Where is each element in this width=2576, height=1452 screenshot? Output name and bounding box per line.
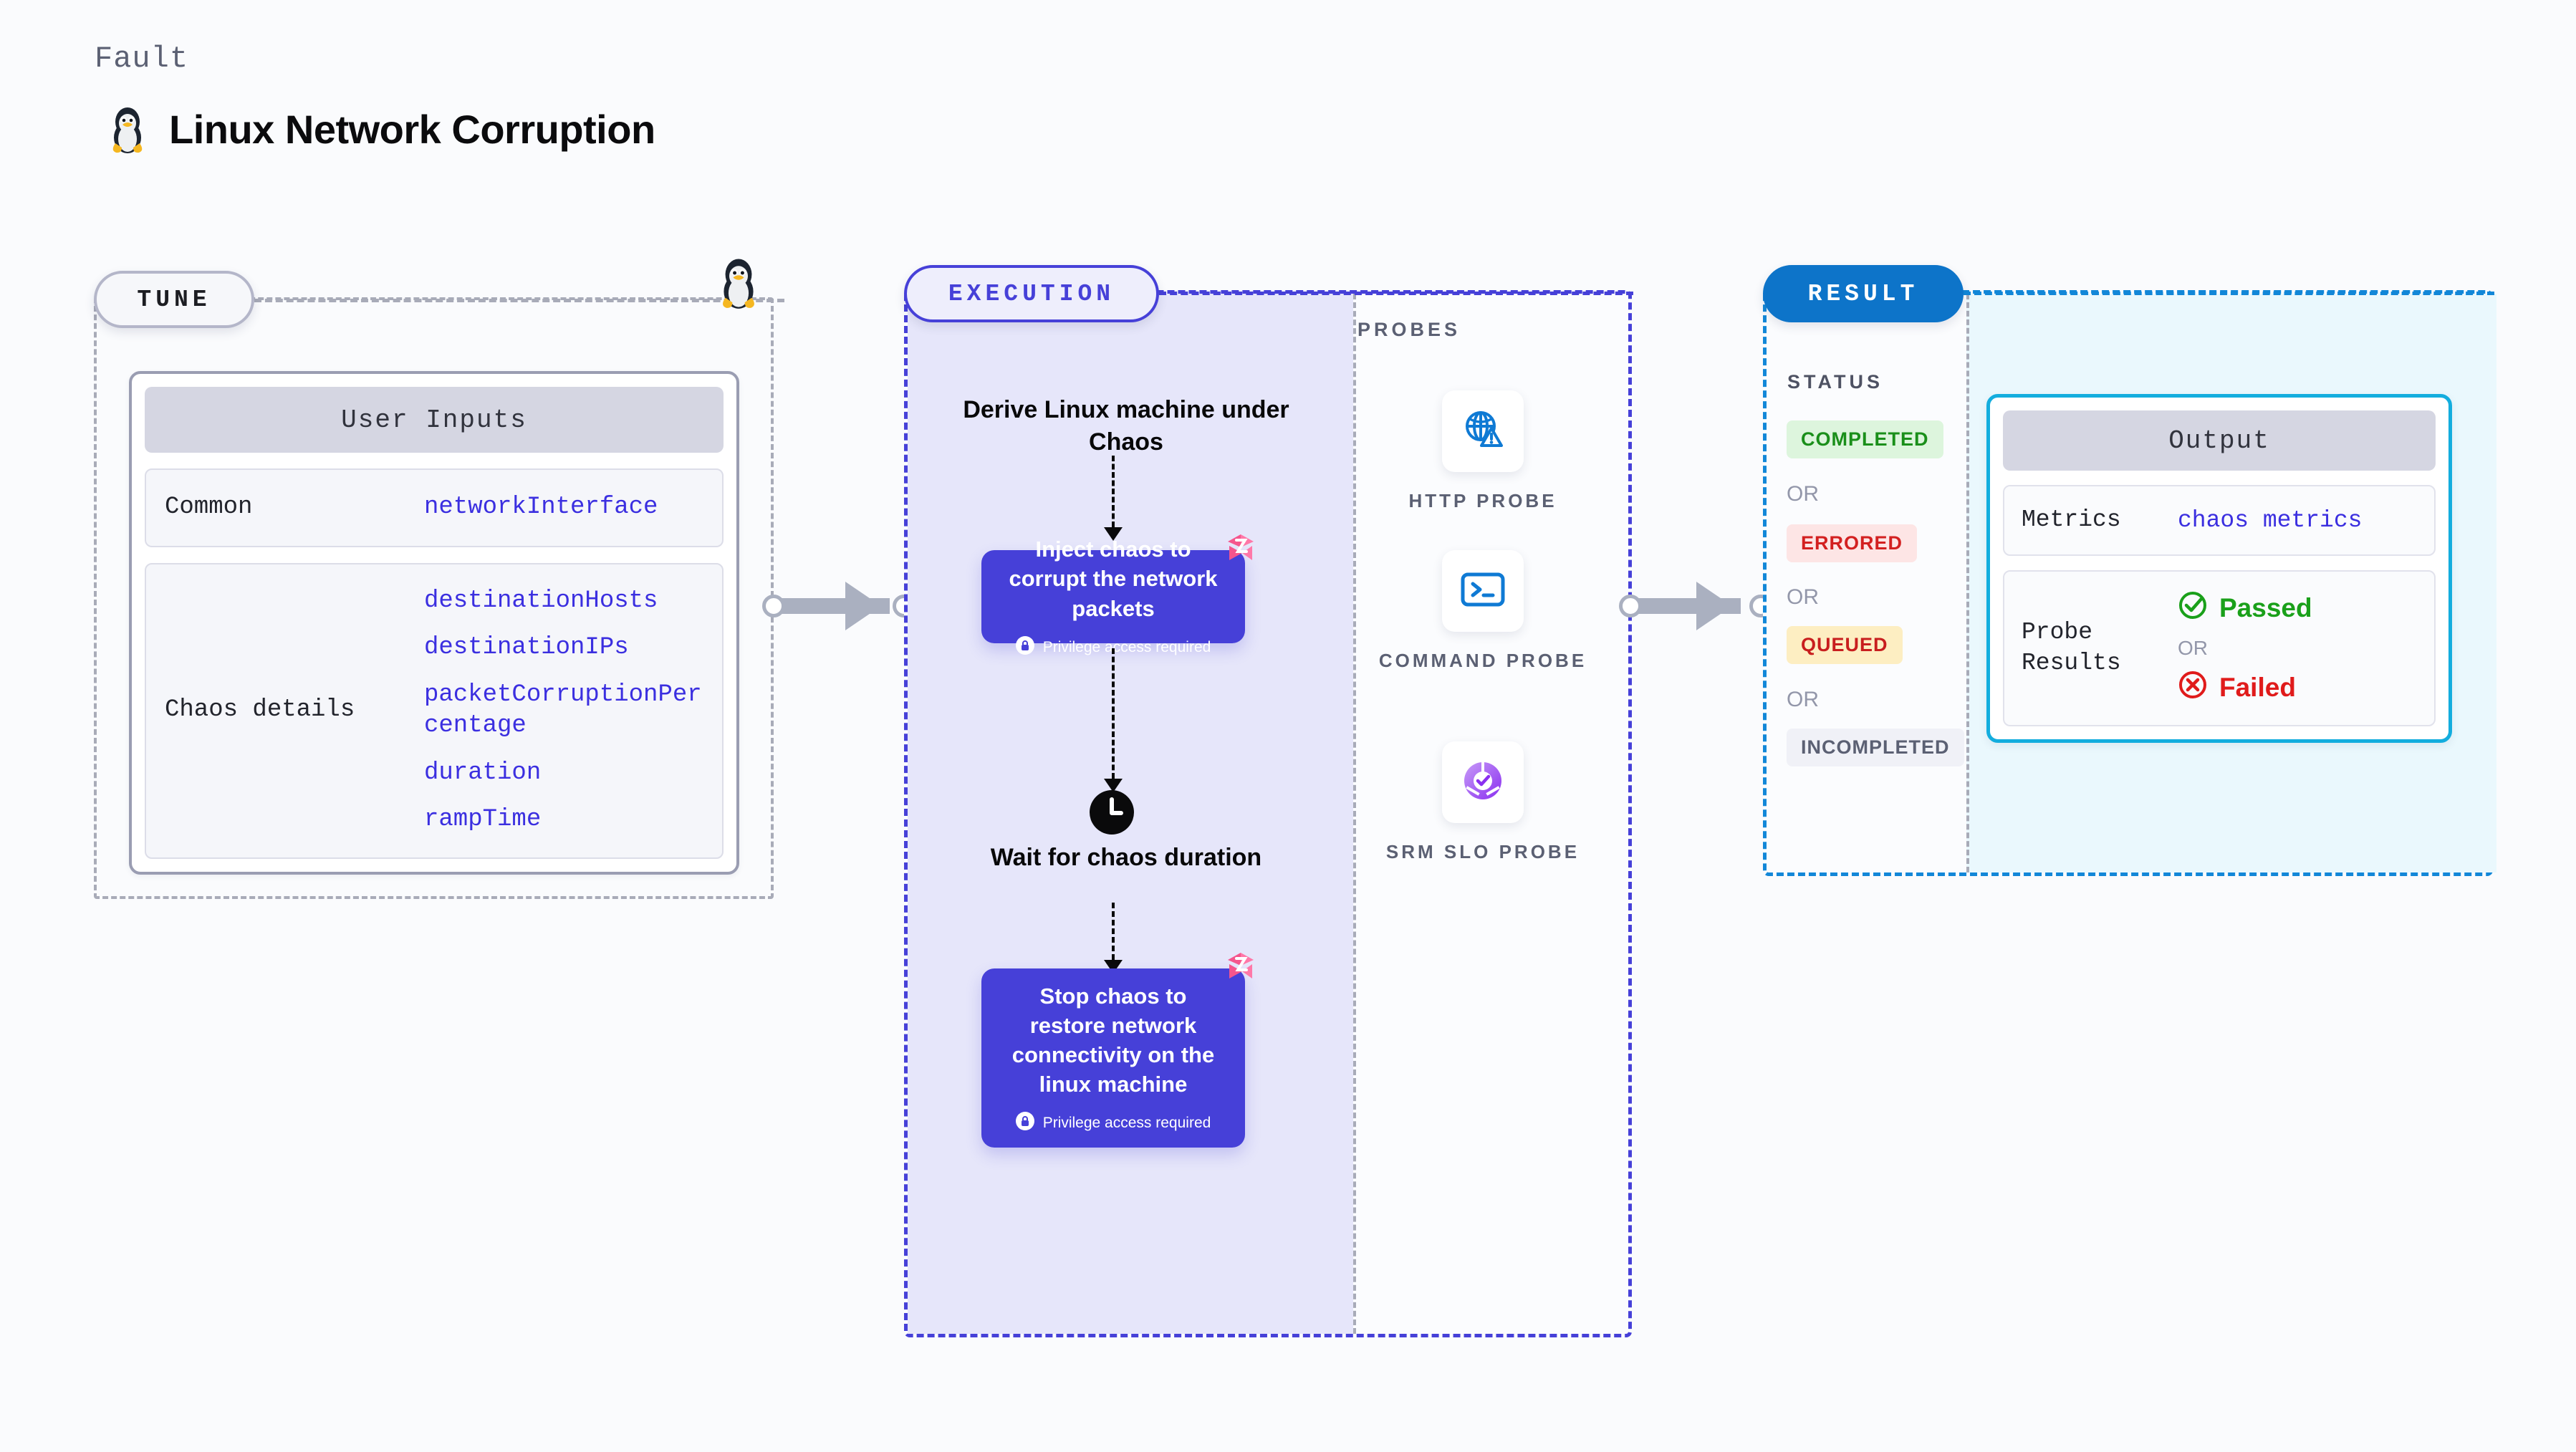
connector-startpoint-dot — [762, 595, 785, 617]
tux-penguin-icon-marker — [716, 254, 761, 314]
connector-startpoint-dot — [1619, 595, 1642, 617]
status-badge-incompleted: INCOMPLETED — [1787, 729, 1964, 766]
execution-pill[interactable]: EXECUTION — [904, 265, 1159, 322]
tune-param[interactable]: duration — [424, 759, 542, 787]
slo-donut-check-icon — [1460, 758, 1506, 807]
probe-icon-container — [1442, 741, 1524, 823]
privilege-note: Privilege access required — [1007, 635, 1219, 659]
execution-step-wait-title: Wait for chaos duration — [990, 844, 1262, 871]
clock-icon — [1087, 788, 1136, 840]
connector-arrow-head — [1696, 582, 1732, 630]
tune-row-chaos-details[interactable]: Chaos details destinationHosts destinati… — [145, 562, 724, 859]
chaos-box-title: Inject chaos to corrupt the network pack… — [1009, 537, 1218, 621]
probe-result-or: OR — [2178, 636, 2208, 659]
output-metrics-value[interactable]: chaos metrics — [2178, 506, 2363, 534]
execution-step-derive-title: Derive Linux machine under Chaos — [963, 396, 1289, 456]
result-pill[interactable]: RESULT — [1763, 265, 1964, 322]
probe-label: COMMAND PROBE — [1378, 650, 1587, 671]
tune-param[interactable]: rampTime — [424, 806, 542, 834]
tune-row-values: networkInterface — [424, 492, 658, 524]
flow-arrow-line — [1112, 456, 1115, 527]
execution-probes-divider — [1353, 294, 1356, 1334]
privilege-note: Privilege access required — [1007, 1112, 1219, 1135]
lock-icon — [1015, 1112, 1034, 1135]
probe-label: SRM SLO PROBE — [1385, 841, 1580, 862]
probe-result-failed: Failed — [2178, 670, 2312, 706]
output-row-label: Metrics — [2022, 506, 2121, 533]
status-or-separator: OR — [1787, 482, 1819, 506]
page-header: Fault Linux Network Corruption — [95, 42, 655, 155]
probe-label: HTTP PROBE — [1408, 490, 1557, 511]
tune-row-label: Chaos details — [165, 696, 355, 724]
probe-http[interactable]: HTTP PROBE — [1375, 390, 1590, 514]
litmus-badge-icon — [1224, 532, 1256, 568]
globe-warning-icon — [1460, 407, 1506, 456]
execution-leader-line — [1159, 292, 1633, 295]
output-row-probe-results[interactable]: Probe Results Passed OR — [2003, 569, 2436, 726]
connector-arrow-head — [845, 582, 881, 630]
status-badge-queued: QUEUED — [1787, 626, 1903, 664]
failed-label: Failed — [2219, 673, 2296, 703]
page-title: Linux Network Corruption — [169, 106, 655, 152]
privilege-note-text: Privilege access required — [1042, 638, 1211, 655]
probe-command[interactable]: COMMAND PROBE — [1375, 550, 1590, 673]
status-or-separator: OR — [1787, 688, 1819, 711]
execution-step-stop-chaos[interactable]: Stop chaos to restore network connectivi… — [981, 953, 1254, 1148]
output-row-label: Probe Results — [2022, 619, 2121, 676]
tune-row-values: destinationHosts destinationIPs packetCo… — [424, 586, 703, 836]
terminal-icon — [1460, 571, 1506, 612]
check-circle-icon — [2178, 590, 2208, 627]
fault-eyebrow-label: Fault — [95, 42, 189, 76]
probe-srm-slo[interactable]: SRM SLO PROBE — [1375, 741, 1590, 865]
tune-param[interactable]: networkInterface — [424, 494, 658, 521]
tune-row-common[interactable]: Common networkInterface — [145, 468, 724, 547]
privilege-note-text: Privilege access required — [1042, 1115, 1211, 1132]
status-or-separator: OR — [1787, 585, 1819, 609]
result-leader-line — [1964, 292, 2494, 295]
tune-row-label: Common — [165, 494, 253, 521]
probes-section-label: PROBES — [1357, 319, 1461, 340]
flow-arrow-head — [1104, 527, 1123, 541]
flow-arrow-head — [1104, 779, 1123, 792]
output-row-metrics[interactable]: Metrics chaos metrics — [2003, 485, 2436, 556]
tune-param[interactable]: destinationHosts — [424, 587, 658, 615]
output-card: Output Metrics chaos metrics Probe Resul… — [1986, 394, 2452, 743]
user-inputs-header: User Inputs — [145, 387, 724, 453]
tux-penguin-icon — [107, 103, 148, 155]
lock-icon — [1015, 635, 1034, 659]
status-section-label: STATUS — [1787, 371, 1883, 393]
status-badge-errored: ERRORED — [1787, 524, 1918, 562]
flow-arrow-line — [1112, 648, 1115, 779]
passed-label: Passed — [2219, 593, 2312, 623]
tune-leader-line — [254, 299, 784, 302]
user-inputs-card: User Inputs Common networkInterface Chao… — [129, 371, 739, 875]
probe-icon-container — [1442, 390, 1524, 472]
execution-step-inject-chaos[interactable]: Inject chaos to corrupt the network pack… — [981, 534, 1254, 655]
probe-icon-container — [1442, 550, 1524, 632]
probe-result-values: Passed OR Failed — [2178, 590, 2312, 706]
litmus-badge-icon — [1224, 950, 1256, 986]
fault-title-row: Linux Network Corruption — [107, 103, 655, 155]
tune-pill[interactable]: TUNE — [94, 271, 254, 328]
tune-param[interactable]: destinationIPs — [424, 634, 629, 662]
status-badge-completed: COMPLETED — [1787, 420, 1943, 458]
result-output-divider — [1966, 294, 1969, 872]
probe-result-passed: Passed — [2178, 590, 2312, 627]
output-card-header: Output — [2003, 410, 2436, 471]
flow-arrow-line — [1112, 903, 1115, 960]
chaos-box-title: Stop chaos to restore network connectivi… — [1011, 983, 1215, 1097]
tune-param[interactable]: packetCorruptionPercentage — [424, 681, 702, 740]
x-circle-icon — [2178, 670, 2208, 706]
